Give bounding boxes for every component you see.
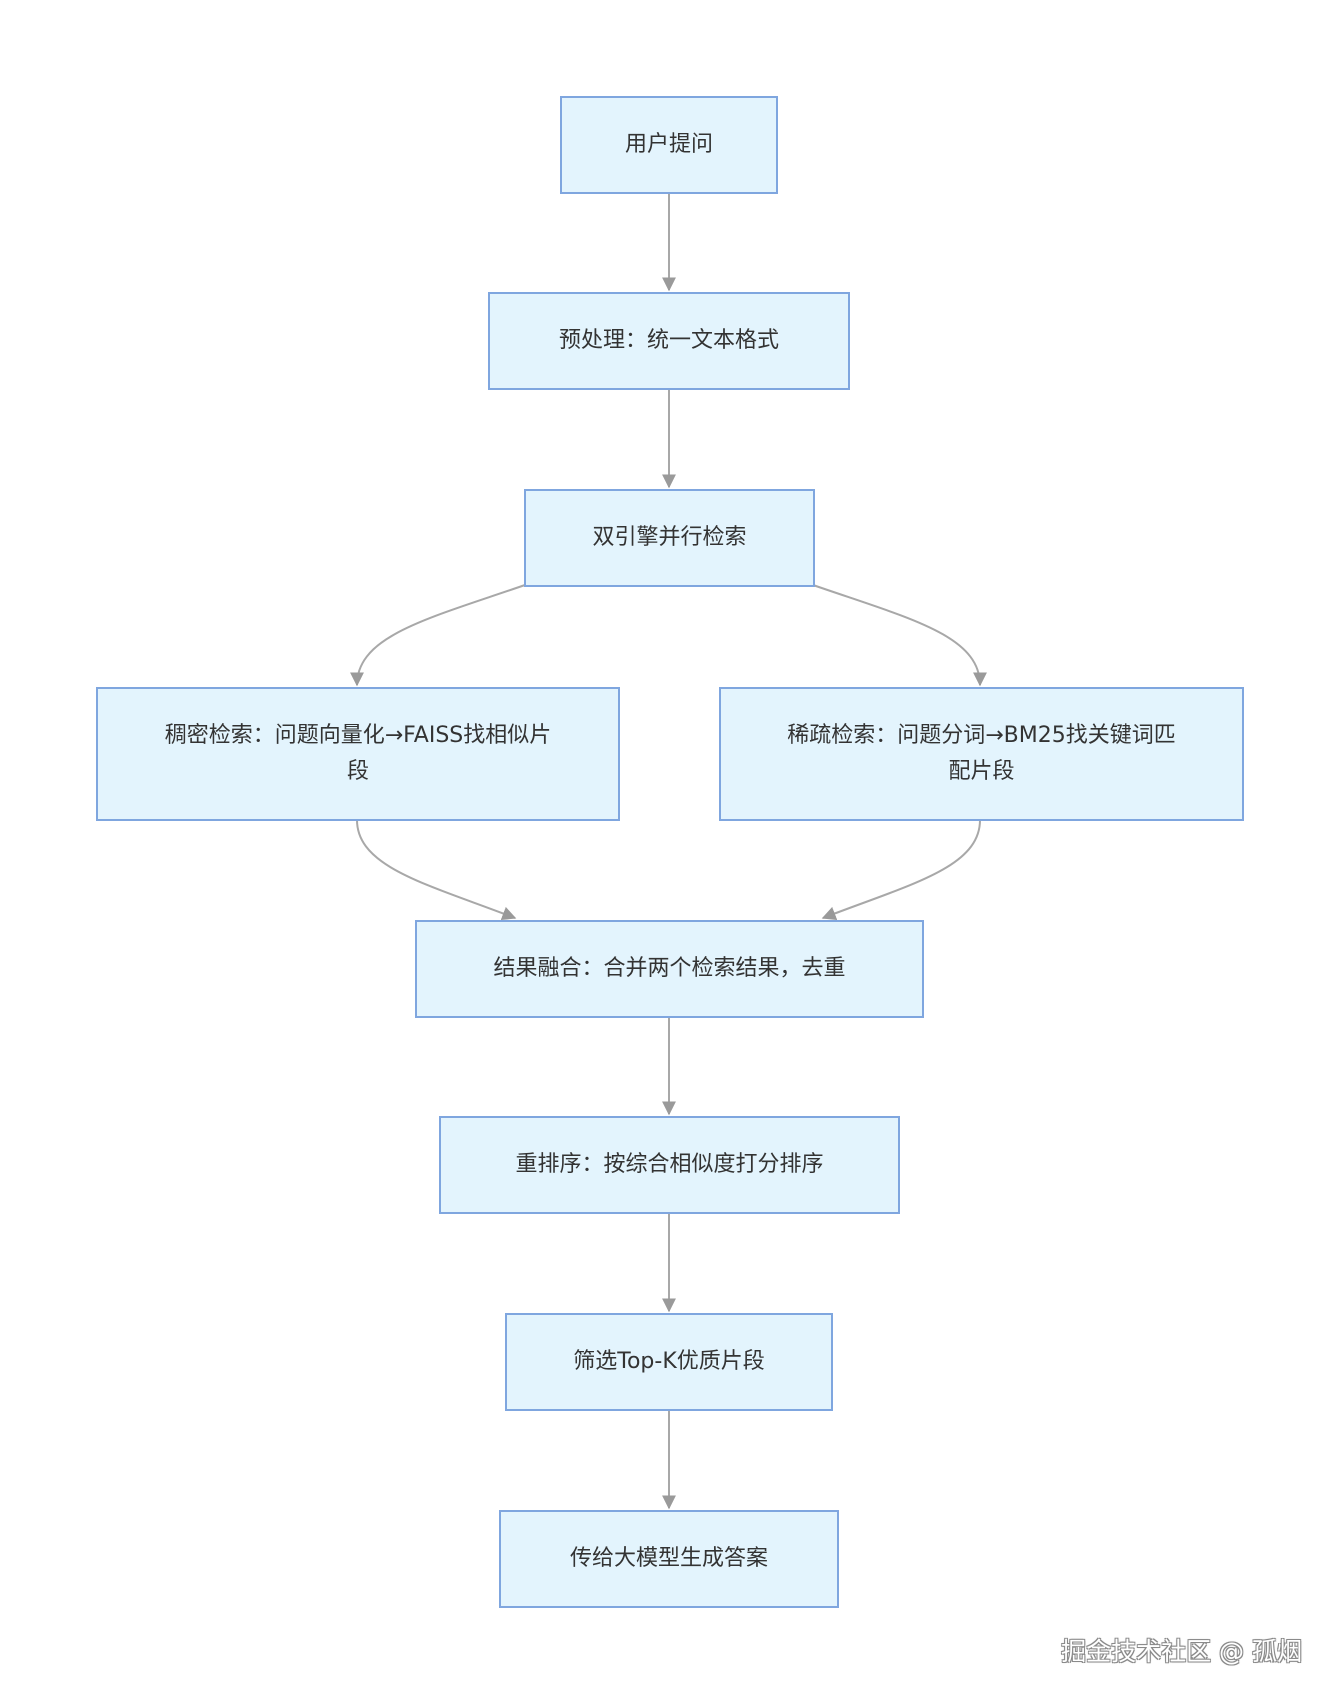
edge-dense-to-fusion: [356, 819, 517, 920]
node-generate-label: 传给大模型生成答案: [569, 1546, 768, 1571]
node-fusion-label: 结果融合：合并两个检索结果，去重: [493, 956, 846, 981]
node-preprocess-label: 预处理：统一文本格式: [558, 328, 779, 353]
watermark: 掘金技术社区 @ 孤烟: [1061, 1637, 1302, 1666]
edge-sparse-to-fusion: [821, 819, 981, 920]
node-user-question-label: 用户提问: [624, 132, 713, 157]
node-topk-filter: 筛选Top-K优质片段: [505, 1313, 833, 1411]
node-result-fusion: 结果融合：合并两个检索结果，去重: [415, 920, 924, 1018]
node-dense-label: 稠密检索：问题向量化→FAISS找相似片段: [164, 723, 552, 784]
node-topk-label: 筛选Top-K优质片段: [573, 1349, 765, 1374]
node-generate-answer: 传给大模型生成答案: [499, 1510, 839, 1608]
node-dual-engine-retrieval: 双引擎并行检索: [524, 489, 815, 587]
edge-dual-to-sparse: [812, 584, 987, 687]
edge-dual-to-dense: [350, 584, 526, 687]
node-rerank: 重排序：按综合相似度打分排序: [439, 1116, 900, 1214]
node-user-question: 用户提问: [560, 96, 778, 194]
node-sparse-retrieval: 稀疏检索：问题分词→BM25找关键词匹配片段: [719, 687, 1244, 821]
node-dense-retrieval: 稠密检索：问题向量化→FAISS找相似片段: [96, 687, 620, 821]
node-sparse-label: 稀疏检索：问题分词→BM25找关键词匹配片段: [787, 723, 1176, 784]
node-rerank-label: 重排序：按综合相似度打分排序: [515, 1152, 824, 1177]
node-preprocess: 预处理：统一文本格式: [488, 292, 850, 390]
node-dual-engine-label: 双引擎并行检索: [592, 525, 747, 550]
